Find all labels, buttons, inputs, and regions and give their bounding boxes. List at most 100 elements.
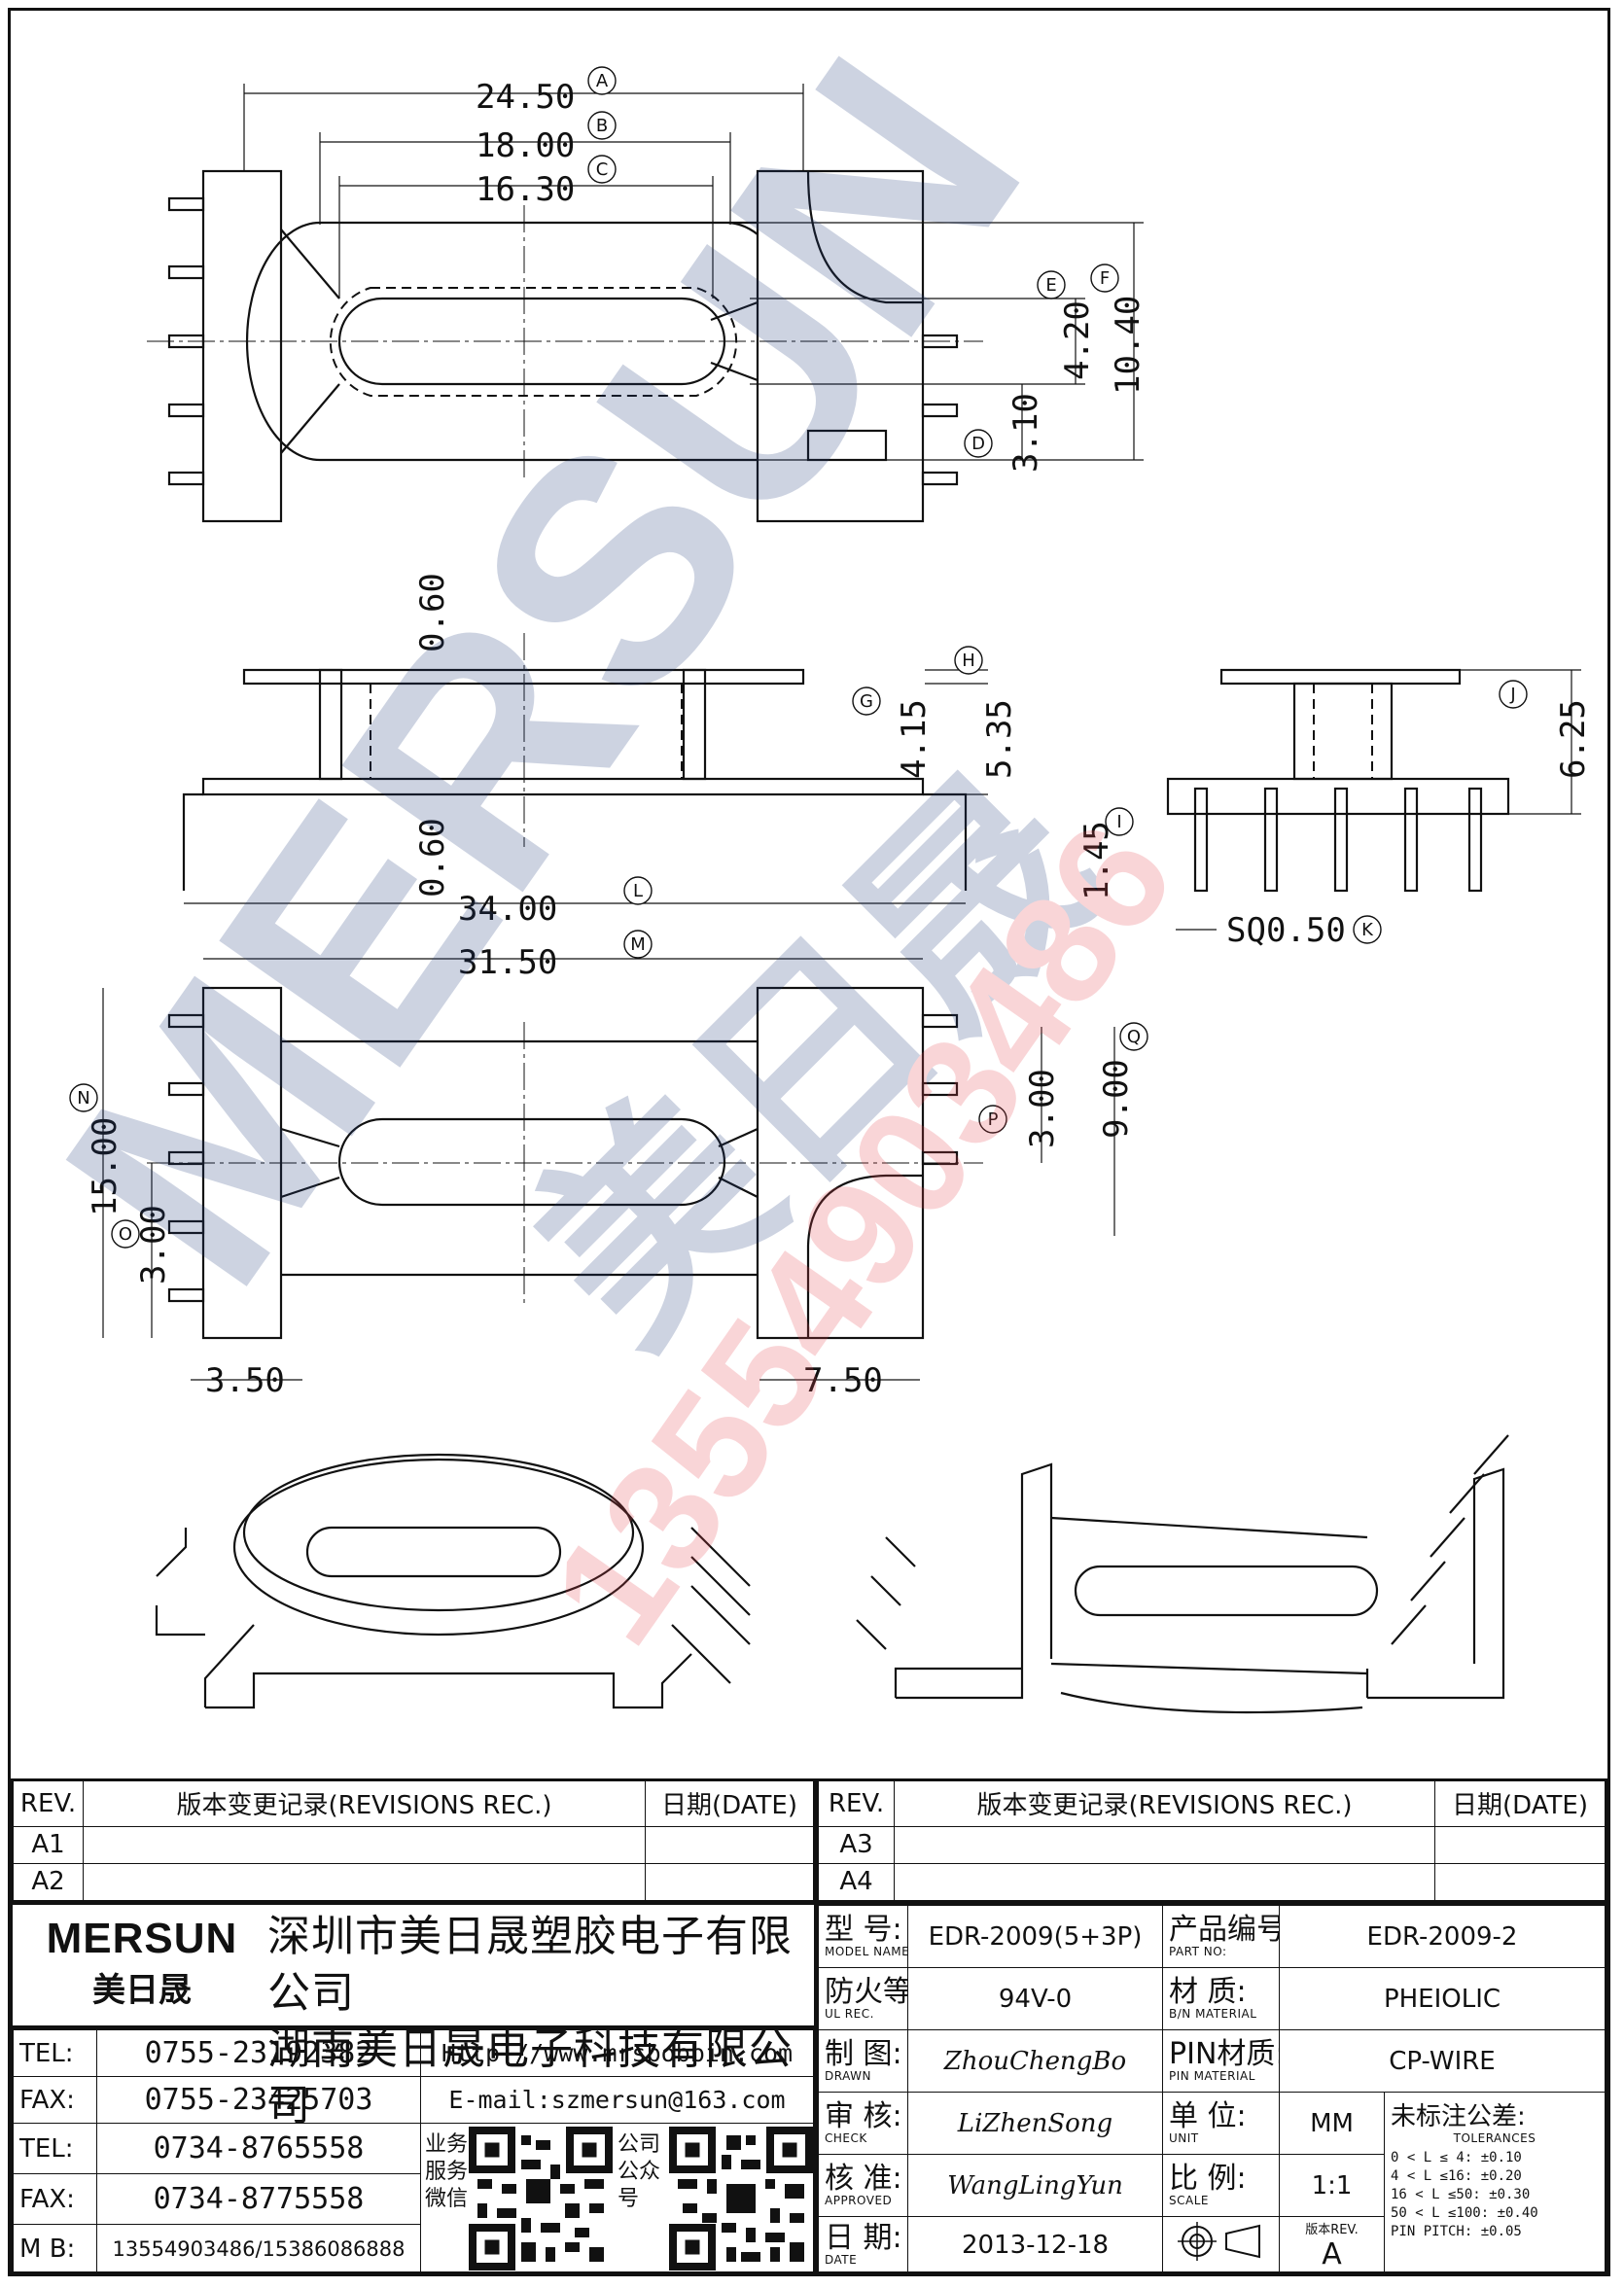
qr1-label-line: 微信 xyxy=(425,2187,469,2211)
date-value: 2013-12-18 xyxy=(907,2216,1163,2273)
check-label: 审 核: xyxy=(825,2099,902,2133)
mobile-label: M B: xyxy=(13,2224,97,2273)
version-label: 版本REV. xyxy=(1305,2223,1359,2237)
material-label-en: B/N MATERIAL xyxy=(1169,2007,1257,2021)
approved-label-en: APPROVED xyxy=(825,2194,893,2207)
rev-record-header: 版本变更记录(REVISIONS REC.) xyxy=(894,1780,1435,1827)
dimension-marker-h: H xyxy=(954,646,983,675)
dimension-marker-p: P xyxy=(978,1105,1007,1134)
dim-N-value: 15.00 xyxy=(86,1117,124,1216)
dimension-marker-c: C xyxy=(587,155,617,184)
dimension-marker-letter: G xyxy=(860,691,873,712)
material-value: PHEIOLIC xyxy=(1279,1967,1606,2030)
model-label: 型 号: xyxy=(825,1913,902,1947)
isometric-view-left xyxy=(155,1453,751,1709)
qr-code-icon xyxy=(468,2126,614,2271)
pin-material-label: PIN材质: xyxy=(1169,2037,1280,2071)
tolerance-row: 4 < L ≤16: ±0.20 xyxy=(1391,2168,1522,2184)
projection-symbol-icon xyxy=(1177,2222,1260,2261)
fax-shenzhen: 0755-23425703 xyxy=(96,2076,421,2124)
unit-label-en: UNIT xyxy=(1169,2131,1199,2145)
qr-code-icon xyxy=(668,2126,813,2271)
dim-P-value: 3.00 xyxy=(1023,1069,1062,1148)
website-link[interactable]: Http://www.mrsbobbin.com xyxy=(420,2029,814,2077)
ul-value: 94V-0 xyxy=(907,1967,1163,2030)
dimension-marker-letter: F xyxy=(1100,268,1110,289)
dim-F-value: 10.40 xyxy=(1109,296,1147,395)
dim-O-value: 3.00 xyxy=(134,1205,173,1285)
dimension-marker-letter: I xyxy=(1116,812,1121,832)
side-view: 6.25 SQ0.50 xyxy=(1166,668,1593,950)
company-logo: MERSUN xyxy=(46,1915,238,1962)
qr2-label-line: 公众 xyxy=(618,2160,661,2184)
dimension-marker-letter: L xyxy=(633,881,643,901)
rev-row-label: A3 xyxy=(818,1825,895,1864)
tolerance-row: 0 < L ≤ 4: ±0.10 xyxy=(1391,2150,1522,2165)
check-label-en: CHECK xyxy=(825,2131,867,2145)
dimension-marker-g: G xyxy=(852,686,881,716)
scale-value: 1:1 xyxy=(1279,2154,1385,2217)
ul-label: 防火等级: xyxy=(825,1975,907,2009)
qr1-label-line: 服务 xyxy=(425,2160,469,2184)
dimension-marker-letter: M xyxy=(630,934,646,955)
rev-date-header: 日期(DATE) xyxy=(645,1780,814,1827)
dimension-marker-letter: A xyxy=(596,71,609,91)
dimension-marker-letter: N xyxy=(77,1088,89,1109)
unit-label: 单 位: xyxy=(1169,2099,1247,2133)
drawing-sheet: .ln { stroke:#111; stroke-width:2.2; fil… xyxy=(8,8,1610,2276)
drawn-value: ZhouChengBo xyxy=(907,2029,1163,2093)
date-label: 日 期: xyxy=(825,2221,902,2255)
dimension-marker-k: K xyxy=(1353,915,1382,944)
dimension-marker-m: M xyxy=(623,930,653,959)
dimension-marker-q: Q xyxy=(1119,1022,1148,1051)
dim-J-value: 6.25 xyxy=(1554,699,1593,779)
tel-shenzhen: 0755-23192382 xyxy=(96,2029,421,2077)
model-label-en: MODEL NAME xyxy=(825,1945,908,1958)
model-value: EDR-2009(5+3P) xyxy=(907,1905,1163,1968)
isometric-view-right xyxy=(856,1434,1509,1714)
rev-date-header: 日期(DATE) xyxy=(1434,1780,1606,1827)
dim-left-width: 3.50 xyxy=(205,1361,285,1400)
dim-E-value: 4.20 xyxy=(1058,300,1097,380)
pin-material-label-en: PIN MATERIAL xyxy=(1169,2069,1255,2083)
dimension-marker-letter: E xyxy=(1045,275,1056,296)
dim-C-value: 16.30 xyxy=(476,170,575,209)
dim-L-value: 34.00 xyxy=(458,890,557,929)
dim-I-value: 1.45 xyxy=(1077,821,1116,900)
qr1-label-line: 业务 xyxy=(425,2132,469,2157)
tel-label: TEL: xyxy=(13,2123,97,2174)
dim-K-value: SQ0.50 xyxy=(1226,911,1346,950)
qr2-label-line: 公司 xyxy=(618,2132,661,2157)
drawn-label-en: DRAWN xyxy=(825,2069,871,2083)
dim-bot-thk: 0.60 xyxy=(413,818,452,898)
dim-M-value: 31.50 xyxy=(458,943,557,982)
tel-hunan: 0734-8765558 xyxy=(96,2123,421,2174)
contacts-block: TEL: 0755-23192382 Http://www.mrsbobbin.… xyxy=(11,2027,816,2273)
dimension-marker-letter: O xyxy=(119,1224,132,1245)
dimension-marker-i: I xyxy=(1105,807,1134,836)
dimension-marker-a: A xyxy=(587,66,617,95)
dimension-marker-letter: J xyxy=(1509,685,1515,705)
dimension-marker-letter: B xyxy=(596,116,608,136)
dimension-marker-n: N xyxy=(69,1083,98,1112)
rev-row-label: A1 xyxy=(13,1825,84,1864)
ul-label-en: UL REC. xyxy=(825,2007,874,2021)
fax-hunan: 0734-8775558 xyxy=(96,2173,421,2225)
company-block: MERSUN 美日晟 深圳市美日晟塑胶电子有限公司 湖南美日晟电子科技有限公司 xyxy=(11,1903,816,2130)
dimension-marker-letter: H xyxy=(962,651,975,671)
rev-header: REV. xyxy=(13,1780,84,1827)
email-link[interactable]: E-mail:szmersun@163.com xyxy=(420,2076,814,2124)
bottom-view: 15.00 3.00 3.00 9.00 3.50 7.50 xyxy=(86,986,1136,1400)
dim-H-value: 5.35 xyxy=(980,699,1019,779)
approved-label: 核 准: xyxy=(825,2162,902,2196)
dimension-marker-d: D xyxy=(964,429,993,458)
dimension-marker-letter: Q xyxy=(1127,1027,1141,1047)
revisions-table-right: REV. 版本变更记录(REVISIONS REC.) 日期(DATE) A3 … xyxy=(816,1778,1607,1903)
technical-drawing: .ln { stroke:#111; stroke-width:2.2; fil… xyxy=(11,11,1593,1714)
dimension-marker-l: L xyxy=(623,876,653,905)
part-no-label-en: PART NO: xyxy=(1169,1945,1227,1958)
dimension-marker-e: E xyxy=(1037,270,1066,299)
dimension-markers: A BC D E F G H I J K L M N O P Q xyxy=(69,66,1528,1249)
tolerance-label: 未标注公差: xyxy=(1391,2102,1526,2131)
pin-material-value: CP-WIRE xyxy=(1279,2029,1606,2093)
